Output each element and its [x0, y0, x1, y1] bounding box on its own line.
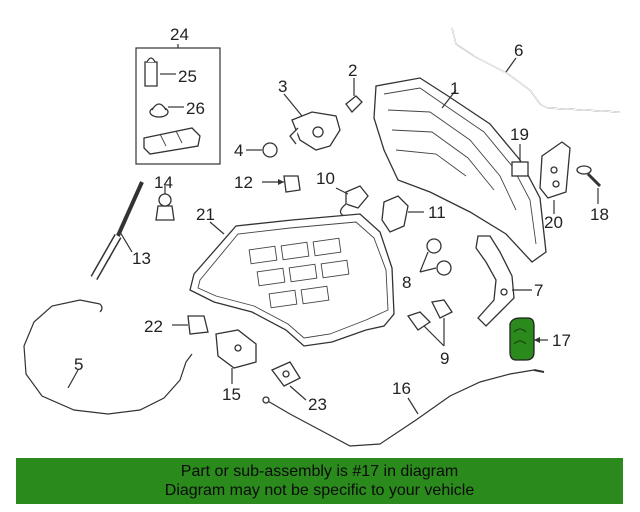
part-7-hood-hinge[interactable]	[475, 235, 532, 327]
callout-8: 8	[402, 273, 411, 292]
callout-14: 14	[154, 173, 173, 192]
part-16-release-cable[interactable]	[262, 369, 545, 447]
info-banner: Part or sub-assembly is #17 in diagram D…	[16, 458, 623, 504]
callout-15: 15	[222, 385, 241, 404]
part-21-hood-insulator[interactable]	[189, 213, 395, 347]
callout-18: 18	[590, 205, 609, 224]
part-18-screw[interactable]	[576, 165, 602, 204]
banner-line-disclaimer: Diagram may not be specific to your vehi…	[164, 482, 475, 499]
part-26-grommet[interactable]	[149, 103, 184, 118]
callout-4: 4	[234, 141, 243, 160]
callout-6: 6	[514, 41, 523, 60]
callout-25: 25	[178, 67, 197, 86]
part-2-hood-bumper[interactable]	[345, 78, 363, 113]
callout-23: 23	[308, 395, 327, 414]
callout-3: 3	[278, 77, 287, 96]
part-6-prop-rod[interactable]	[451, 27, 621, 113]
part-15-release-handle[interactable]	[215, 329, 257, 384]
callout-20: 20	[544, 213, 563, 232]
part-24-bracket[interactable]	[143, 127, 201, 155]
callout-11: 11	[428, 203, 446, 222]
callout-13: 13	[132, 249, 151, 268]
callout-10: 10	[316, 169, 335, 188]
part-14-ball-stud[interactable]	[155, 186, 175, 221]
callout-22: 22	[144, 317, 163, 336]
part-24-kit-box	[135, 44, 221, 165]
part-22-clip[interactable]	[172, 315, 209, 335]
callout-21: 21	[196, 205, 215, 224]
callout-5: 5	[74, 355, 83, 374]
part-1-hood-panel[interactable]	[373, 77, 547, 263]
part-3-hood-latch[interactable]	[283, 93, 341, 151]
banner-line-part-info: Part or sub-assembly is #17 in diagram	[180, 463, 459, 480]
callout-12: 12	[234, 173, 253, 192]
callout-17: 17	[552, 331, 571, 350]
callout-16: 16	[392, 379, 411, 398]
part-11-striker[interactable]	[381, 195, 424, 233]
part-13-support-strut[interactable]	[90, 181, 144, 280]
callout-19: 19	[510, 125, 529, 144]
part-4-nut[interactable]	[246, 142, 278, 158]
callout-26: 26	[186, 99, 205, 118]
part-10-hood-switch[interactable]	[335, 185, 369, 223]
part-5-release-cable[interactable]	[23, 299, 193, 415]
part-12-bumper-stop[interactable]	[262, 175, 301, 193]
callout-24: 24	[170, 25, 189, 44]
callout-1: 1	[450, 79, 459, 98]
part-8-bolt[interactable]	[419, 238, 452, 276]
parts-diagram: 24 25 26 3 2 1 6 19 4 12 14 10 11 21 20 …	[23, 25, 621, 447]
part-20-bracket[interactable]	[539, 141, 571, 214]
callout-2: 2	[348, 61, 357, 80]
part-17-highlighted-component[interactable]	[509, 317, 548, 361]
part-9-bolt[interactable]	[406, 299, 453, 347]
callout-9: 9	[440, 349, 449, 368]
part-23-retainer[interactable]	[270, 361, 307, 401]
callout-7: 7	[534, 281, 543, 300]
part-25-clip[interactable]	[144, 57, 176, 87]
part-19-clip[interactable]	[511, 144, 529, 177]
